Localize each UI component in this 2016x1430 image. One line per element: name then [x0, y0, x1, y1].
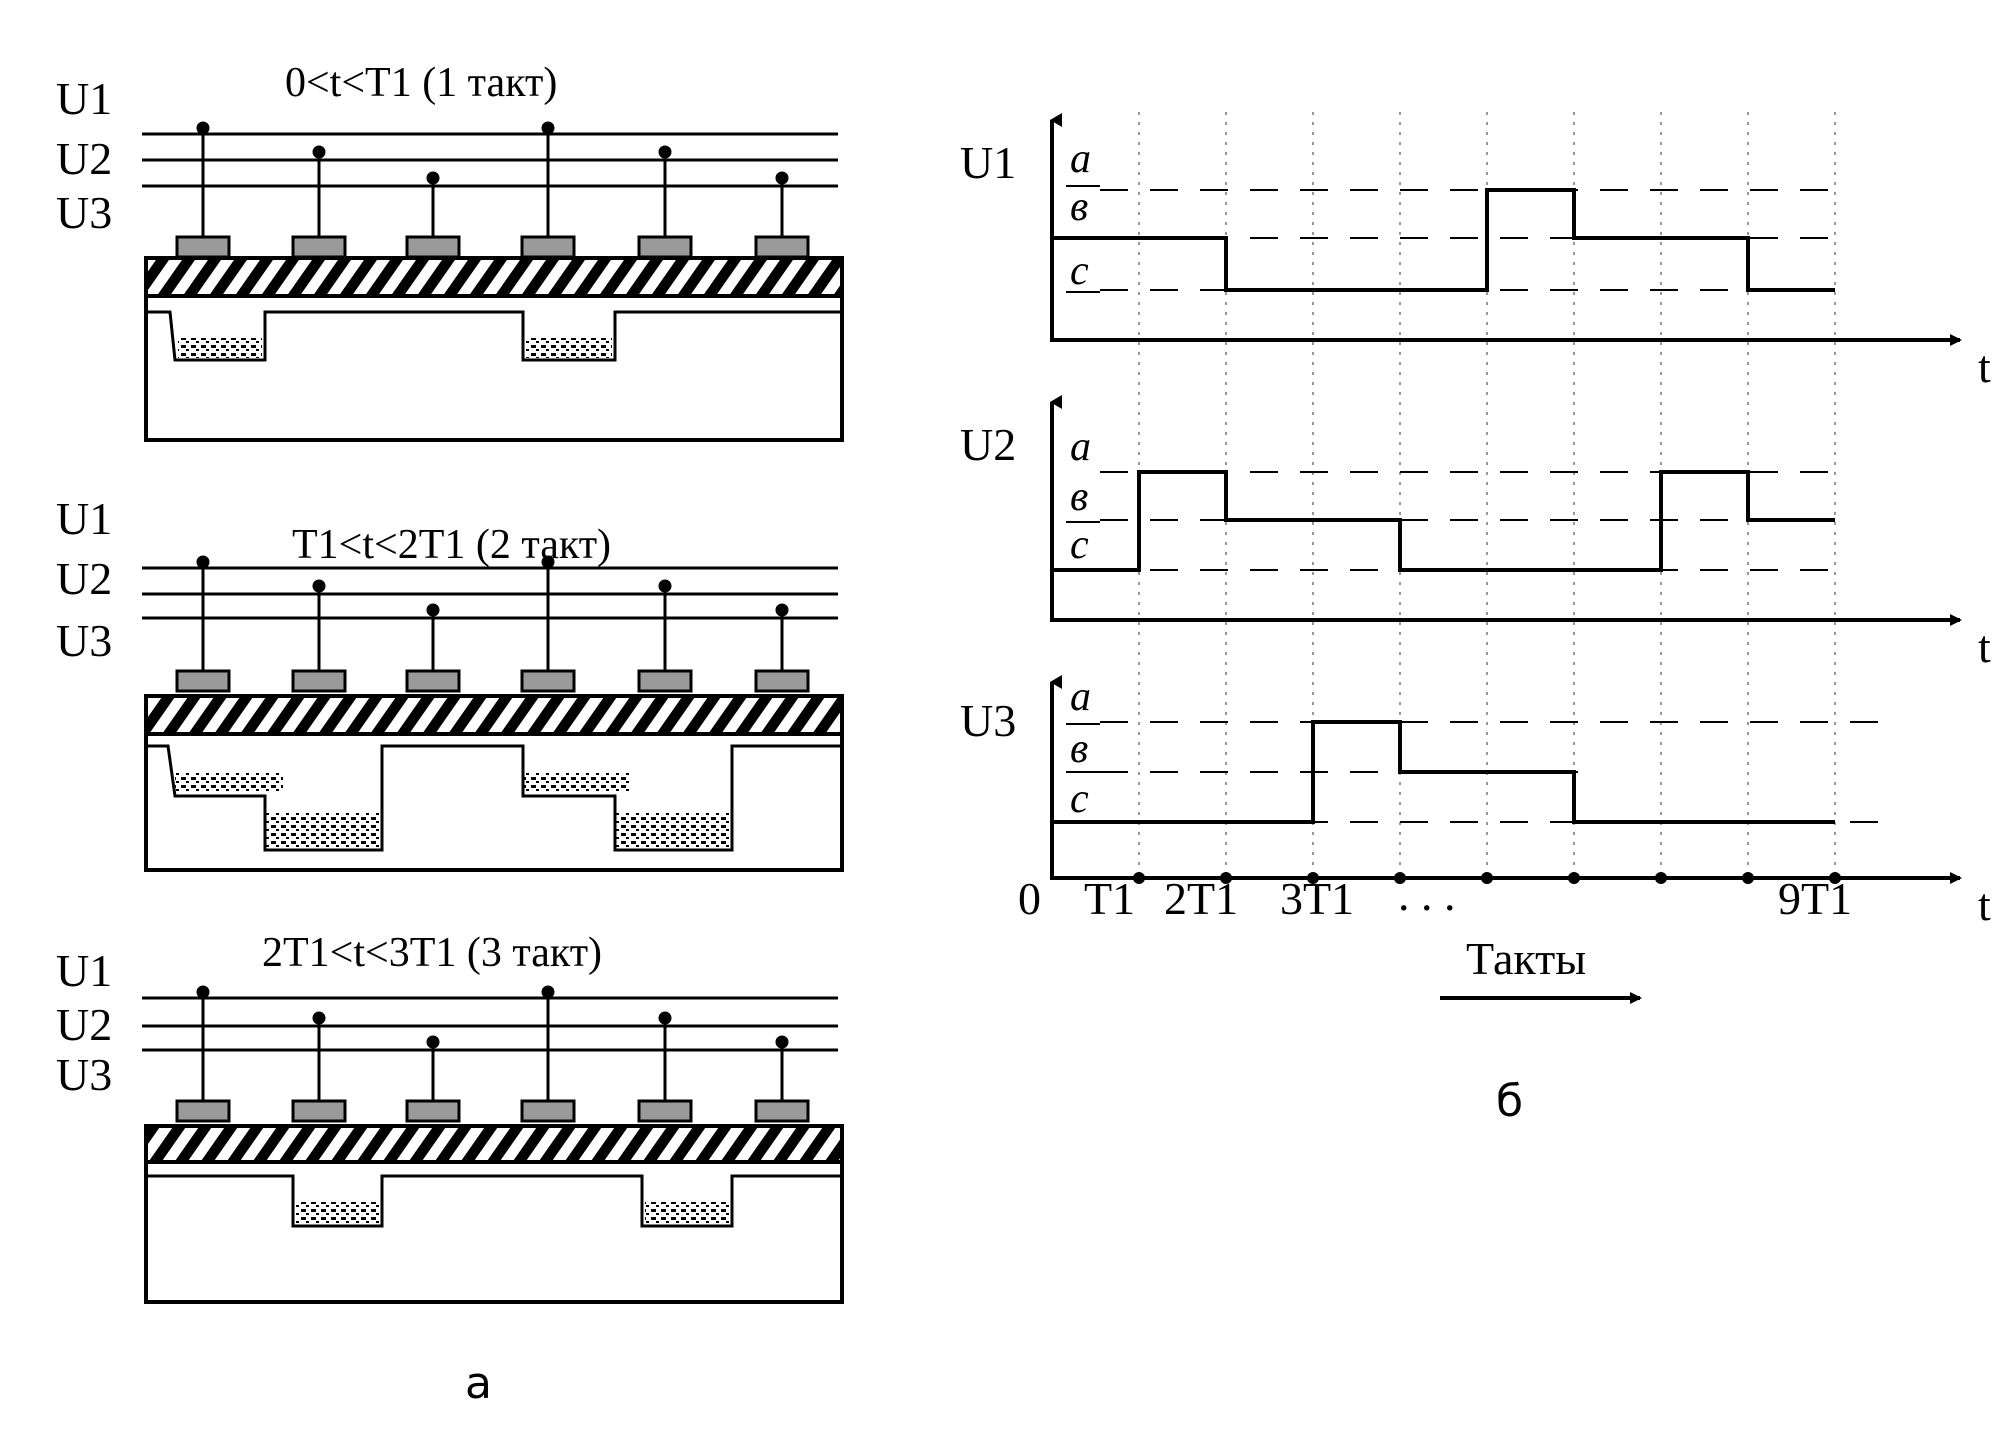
caption-b: б: [1496, 1076, 1523, 1127]
rail-label-u3: U3: [56, 1049, 112, 1100]
clock-tick: [1307, 872, 1319, 884]
oxide-layer: [144, 694, 844, 736]
electrode-contacts: [196, 985, 789, 1102]
potential-profile: [146, 744, 842, 852]
rail-label-u1: U1: [56, 945, 112, 996]
level-b: в: [1070, 726, 1088, 772]
waveform-u3: [1052, 720, 1835, 824]
panel-a: U1 U2 U3 0<t<T1 (1 такт): [56, 60, 844, 1409]
step-title: 0<t<T1 (1 такт): [285, 60, 557, 106]
step-1: U1 U2 U3 0<t<T1 (1 такт): [56, 60, 844, 442]
electrodes: [175, 235, 810, 259]
charge-packet: [526, 338, 612, 358]
electrodes: [175, 669, 810, 693]
charge-packet: [523, 772, 631, 792]
level-c: c: [1070, 776, 1089, 822]
time-label-0: 0: [1018, 873, 1041, 924]
panel-b: U1 t a в c U2 t a в c: [960, 112, 1991, 1127]
signal-label: U2: [960, 419, 1016, 470]
charge-packet: [296, 1202, 380, 1224]
caption-a: а: [465, 1358, 492, 1409]
signal-label: U1: [960, 137, 1016, 188]
signal-u2: U2 t a в c: [960, 395, 1991, 672]
step-title: T1<t<2T1 (2 такт): [292, 522, 611, 568]
step-2: U1 U2 U3 T1<t<2T1 (2 такт): [56, 493, 844, 872]
rail-label-u2: U2: [56, 999, 112, 1050]
level-b: в: [1070, 474, 1088, 520]
waveform-u2: [1052, 470, 1835, 572]
clock-tick: [1481, 872, 1493, 884]
t-axis-label: t: [1978, 879, 1991, 930]
step-3: U1 U2 U3 2T1<t<3T1 (3 такт): [56, 930, 844, 1304]
clock-ticks: [1133, 872, 1841, 884]
clock-tick: [1133, 872, 1145, 884]
waveform-u1: [1052, 188, 1835, 292]
charge-packet: [645, 1202, 729, 1224]
electrode-contacts: [196, 121, 789, 238]
clock-tick: [1568, 872, 1580, 884]
electrodes: [175, 1099, 810, 1123]
rail-label-u3: U3: [56, 615, 112, 666]
potential-profile: [146, 1174, 842, 1228]
clock-tick: [1394, 872, 1406, 884]
potential-profile: [146, 310, 842, 362]
signal-label: U3: [960, 695, 1016, 746]
axis-title-takty: Такты: [1466, 933, 1586, 984]
charge-packet: [615, 812, 731, 848]
level-c: c: [1070, 522, 1089, 568]
charge-packet: [178, 338, 262, 358]
substrate: [144, 294, 844, 442]
rail-label-u1: U1: [56, 73, 112, 124]
rail-label-u3: U3: [56, 187, 112, 238]
t-axis-label: t: [1978, 621, 1991, 672]
clock-tick: [1829, 872, 1841, 884]
level-a: a: [1070, 674, 1091, 720]
level-c: c: [1070, 248, 1089, 294]
time-label-9t1: 9T1: [1778, 873, 1852, 924]
level-a: a: [1070, 136, 1091, 182]
t-axis-label: t: [1978, 341, 1991, 392]
level-a: a: [1070, 424, 1091, 470]
clock-tick: [1220, 872, 1232, 884]
level-b: в: [1070, 184, 1088, 230]
time-label-dots: . . .: [1398, 869, 1456, 920]
charge-packet: [265, 812, 381, 848]
oxide-layer: [144, 1124, 844, 1164]
substrate: [144, 1160, 844, 1304]
electrode-contacts: [196, 555, 789, 672]
ref-dashes: [1100, 471, 1840, 571]
rail-label-u2: U2: [56, 553, 112, 604]
time-label-2t1: 2T1: [1164, 873, 1238, 924]
time-label-3t1: 3T1: [1280, 873, 1354, 924]
oxide-layer: [144, 256, 844, 298]
clock-tick: [1655, 872, 1667, 884]
rail-label-u2: U2: [56, 133, 112, 184]
clock-tick: [1742, 872, 1754, 884]
substrate: [144, 732, 844, 872]
rail-label-u1: U1: [56, 493, 112, 544]
step-title: 2T1<t<3T1 (3 такт): [262, 930, 602, 976]
signal-u1: U1 t a в c: [960, 113, 1991, 392]
signal-u3: U3 t a в c: [960, 674, 1991, 930]
time-label-t1: T1: [1084, 873, 1135, 924]
charge-packet: [175, 772, 283, 792]
